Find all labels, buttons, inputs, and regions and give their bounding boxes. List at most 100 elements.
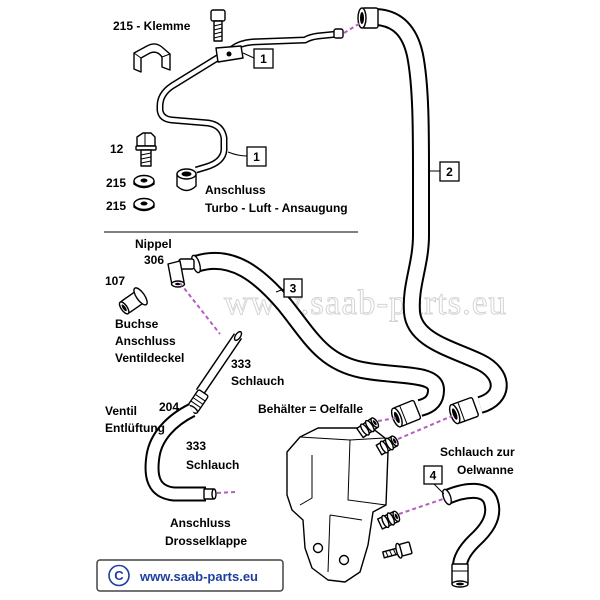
hose-4-end-sleeve-hole	[456, 582, 464, 586]
connection-markers	[179, 21, 453, 515]
ventil-ribs	[190, 393, 206, 409]
hose-2	[357, 7, 508, 425]
connector-container-to-hose-2	[397, 415, 453, 440]
connector-pipe-to-hose-2	[343, 21, 363, 34]
callout-pipe-top-number: 1	[260, 52, 267, 66]
container-mount-hole-a	[312, 542, 324, 554]
spigot-a-hole	[372, 420, 377, 426]
klemme-bolt-shaft	[213, 20, 223, 42]
turbo-connector-hole	[181, 171, 192, 177]
container-mount-hole-b	[338, 554, 350, 566]
leader-pipe-middle	[227, 151, 248, 157]
klemme-clip	[133, 43, 171, 73]
leader-pipe-top	[242, 52, 255, 59]
buchse-flange	[133, 287, 148, 306]
label-nippel: Nippel	[135, 237, 172, 251]
bolt-12	[135, 132, 157, 167]
copyright-box: C www.saab-parts.eu	[96, 559, 284, 592]
label-behaelter: Behälter = Oelfalle	[258, 402, 363, 416]
label-nippel-number: 306	[144, 253, 164, 267]
hose-333-upper-fill	[197, 334, 241, 394]
hose-333-upper	[195, 330, 243, 395]
klemme-bolt-thread	[213, 23, 223, 39]
part-1-pipe-nipple	[333, 28, 344, 39]
label-hose-lower: Schlauch	[186, 458, 239, 472]
spigot-a-rib-1	[359, 423, 370, 436]
callout-pipe-middle: 1	[246, 146, 267, 167]
hose-2-fill	[375, 10, 506, 412]
container-bolt-head	[398, 541, 413, 557]
label-turbo-line2: Turbo - Luft - Ansaugung	[205, 201, 348, 215]
hose-3	[190, 251, 445, 428]
washer-upper-hole	[140, 178, 148, 183]
callout-hose-4: 4	[423, 465, 443, 485]
callout-pipe-top: 1	[253, 48, 274, 69]
callout-pipe-top-box	[253, 48, 274, 69]
label-hose-lower-number: 333	[186, 439, 206, 453]
klemme-bolt	[210, 9, 226, 42]
hose-2-top-sleeve	[357, 7, 379, 29]
callout-hose-3-number: 3	[290, 282, 297, 296]
part-labels: 215 - Klemme 12 215 215 Anschluss Turbo …	[105, 19, 515, 548]
label-turbo-line1: Anschluss	[205, 183, 266, 197]
hose-2-top-sleeve-hole	[360, 12, 364, 24]
bolt-12-thread	[140, 152, 152, 164]
label-bolt-12: 12	[110, 142, 124, 156]
label-klemme: 215 - Klemme	[113, 19, 191, 33]
bolt-12-head	[136, 132, 156, 147]
label-buchse-line1: Buchse	[115, 317, 159, 331]
leader-lines	[227, 52, 445, 495]
label-buchse-number: 107	[105, 274, 125, 288]
hose-3-end-sleeve	[390, 399, 422, 428]
klemme-bolt-head	[210, 9, 226, 22]
label-washer-upper: 215	[106, 176, 126, 190]
container-spigot-lower	[376, 510, 401, 530]
oelfalle-container	[286, 417, 401, 583]
hose-4-fill	[444, 484, 499, 567]
container-edges	[299, 436, 387, 573]
spigot-c-hole	[394, 513, 398, 520]
callout-hose-2: 2	[439, 161, 460, 182]
connector-drossel	[216, 491, 237, 494]
hose-3-end-sleeve-hole	[393, 411, 400, 424]
copyright-icon-letter: C	[114, 568, 124, 583]
container-bolt	[382, 541, 413, 559]
part-1-pipe-fill	[158, 32, 339, 172]
label-buchse-line2: Anschluss	[115, 334, 176, 348]
hose-2-end-sleeve-hole	[451, 408, 458, 420]
spigot-b-hole	[392, 438, 397, 444]
part-1-pipe-bracket-hole	[226, 51, 232, 57]
label-drossel-line2: Drosselklappe	[165, 534, 247, 548]
callout-hose-4-number: 4	[430, 469, 437, 483]
washer-215-lower	[133, 197, 155, 212]
washer-215-upper	[133, 174, 155, 189]
hose-4	[442, 482, 501, 588]
label-oelwanne-line2: Oelwanne	[457, 463, 514, 477]
label-ventil-number: 204	[159, 400, 179, 414]
container-spigot-upper-a	[356, 417, 380, 439]
label-ventil-line1: Ventil	[105, 404, 137, 418]
washer-lower-hole	[140, 201, 148, 206]
hose-4-start-cap	[442, 488, 452, 506]
hose-3-fill	[193, 253, 443, 415]
label-drossel-line1: Anschluss	[170, 516, 231, 530]
container-spigot-upper-b	[375, 435, 399, 456]
label-oelwanne-line1: Schlauch zur	[440, 445, 515, 459]
container-bolt-thread	[385, 548, 397, 557]
connector-container-to-hose-4	[398, 498, 444, 515]
hose-3-end-sleeve-ring	[399, 405, 408, 425]
spigot-c-rib-1	[381, 514, 390, 529]
hose-333-lower-fitting-end	[211, 488, 217, 500]
leader-hose-4	[433, 483, 445, 495]
connector-container-to-hose-3	[377, 417, 397, 422]
buchse-hole	[121, 304, 127, 312]
label-washer-lower: 215	[106, 199, 126, 213]
klemme-clip-body	[133, 43, 171, 73]
callout-hose-2-number: 2	[446, 165, 453, 179]
spigot-b-rib-1	[379, 440, 389, 454]
callout-pipe-middle-box	[246, 146, 267, 167]
label-buchse-line3: Ventildeckel	[115, 351, 184, 365]
hose-333-upper-cap	[233, 330, 243, 342]
callout-hose-4-box	[423, 465, 443, 485]
